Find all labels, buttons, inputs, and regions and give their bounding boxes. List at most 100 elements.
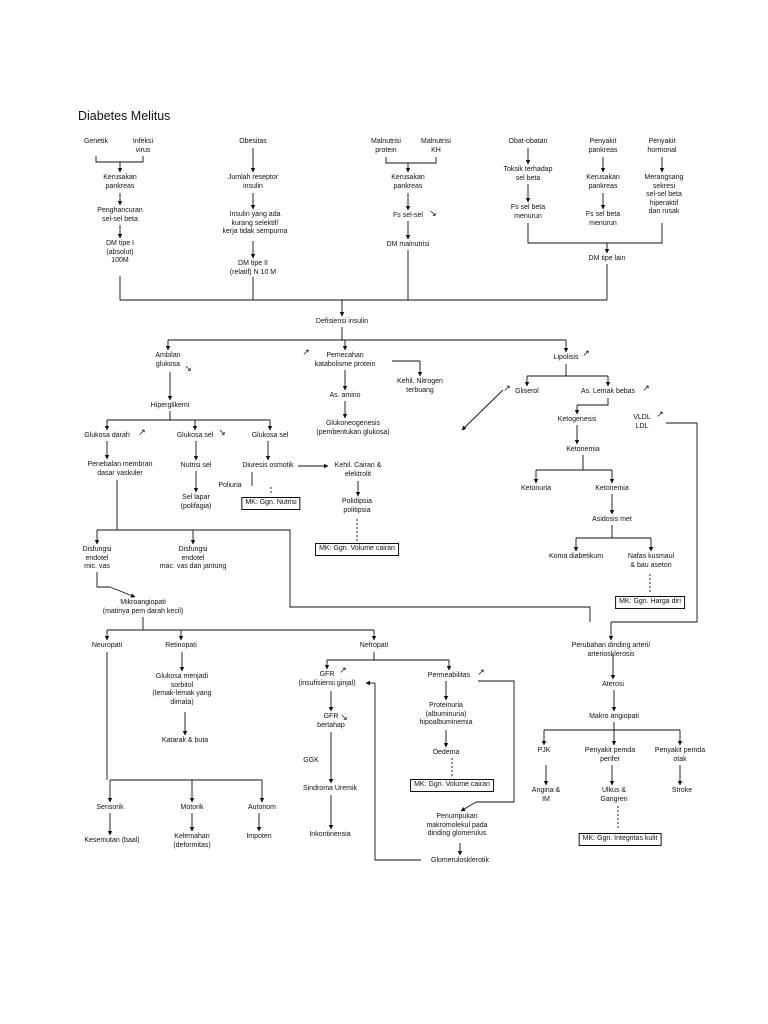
node-poliuria: Poliuria	[218, 482, 242, 489]
node-kehil-cairan: Kehil. Cairan & elektrolit	[334, 462, 382, 478]
node-defisiensi-insulin: Defisiensi insulin	[315, 318, 369, 325]
connector-arrow	[109, 586, 136, 598]
node-neuropati: Neuropati	[91, 642, 123, 649]
node-autonom: Autonom	[247, 804, 277, 811]
node-disfungsi-makro: Disfungsi endotel mac. vas dan jantung	[159, 546, 227, 570]
node-glukosa-sel-1: Glukosa sel	[176, 432, 214, 439]
connector-arrow	[461, 389, 504, 431]
node-gliserol: Gliserol	[515, 388, 539, 395]
node-angina: Angina & IM	[531, 787, 561, 803]
node-kerusakan-pankreas-2: Kerusakan pankreas	[391, 174, 425, 190]
increase-arrow-icon: ↗	[477, 667, 485, 677]
node-inkontinensia: Inkontinensia	[309, 831, 351, 838]
node-permeabilitas: Permeabilitas	[427, 672, 471, 679]
node-glukosa-darah: Glukosa darah	[84, 432, 130, 439]
connector-line	[544, 722, 615, 731]
node-kesemutan: Kesemutan (baal)	[84, 837, 140, 844]
node-nafas-kusmaul: Nafas kusmaul & bau aseton	[627, 553, 675, 569]
node-penyakit-perifer: Penyakit pemda perifer	[584, 747, 636, 763]
connector-line	[119, 276, 607, 301]
connector-line	[476, 680, 515, 803]
increase-arrow-icon: ↗	[302, 347, 310, 357]
connector-line	[577, 398, 609, 406]
node-merangsang-sekresi: Merangsang sekresi sel-sel beta hiperakt…	[644, 174, 684, 215]
node-fs-sel-beta-menurun-1: Fs sel beta menurun	[510, 204, 546, 220]
node-stroke: Stroke	[671, 787, 693, 794]
node-vldl-ldl: VLDL LDL	[633, 414, 651, 430]
node-penghancuran-sel-beta: Penghancuran sel-sel beta	[97, 207, 143, 223]
node-penebalan-membran: Penebalan membran dasar vaskuler	[87, 461, 153, 477]
node-katarak: Katarak & buta	[161, 737, 209, 744]
node-dm-tipe-1: DM tipe I (absolut) 100M	[105, 240, 135, 264]
connector-line	[536, 455, 584, 471]
node-fs-sel-sel: Fs sel-sel	[393, 212, 423, 219]
node-motorik: Motorik	[180, 804, 204, 811]
node-penumpukan: Penumpukan makromolekul pada dinding glo…	[426, 813, 488, 837]
node-dm-malnutrisi: DM malnutrisi	[386, 241, 430, 248]
connector-line	[95, 156, 144, 163]
connector-line	[385, 157, 437, 164]
node-ketonemia: Ketonemia	[566, 446, 600, 453]
node-asidosis: Asidosis met	[592, 516, 632, 523]
box-mk-integritas: MK: Ggn. Integritas kulit	[578, 833, 662, 846]
node-mikroangiopati: Mikroangiopati (matinya pem darah kecil)	[102, 599, 184, 615]
box-mk-nutrisi: MK: Ggn. Nutrisi	[241, 497, 301, 510]
node-lipolisis: Lipolisis	[553, 354, 579, 361]
connector-line	[327, 652, 375, 661]
node-dm-tipe-2: DM tipe II (relatif) N 10 M	[229, 260, 277, 276]
node-gfr-2: GFR bertahap	[317, 713, 345, 729]
node-ketonemia-2: Ketonemia	[595, 485, 629, 492]
node-polidipsia: Polidipsia politipsia	[342, 498, 372, 514]
connector-arrow	[460, 801, 477, 812]
node-obesitas: Obesitas	[239, 138, 267, 145]
decrease-arrow-icon: ↘	[218, 427, 226, 437]
node-genetik: Genetik	[83, 138, 109, 145]
node-diuresis-osmotik: Diuresis osmotik	[242, 462, 294, 469]
node-glukosa-sel-2: Glukosa sel	[251, 432, 289, 439]
node-disfungsi-mikro: Disfungsi endotel mic. vas	[82, 546, 112, 570]
node-kerusakan-pankreas-1: Kerusakan pankreas	[103, 174, 137, 190]
increase-arrow-icon: ↗	[503, 383, 511, 393]
node-penyakit-hormonal: Penyakit hormonal	[647, 138, 677, 154]
node-sensorik: Sensorik	[96, 804, 124, 811]
node-dm-tipe-lain: DM tipe lain	[588, 255, 626, 262]
node-hiperglikemi: Hiperglikemi	[150, 402, 190, 409]
node-toksik-sel-beta: Toksik terhadap sel beta	[503, 166, 553, 182]
node-asam-amino: As. amino	[329, 392, 361, 399]
node-perubahan-dinding: Perubahan dinding arteri/ arterioskleros…	[571, 642, 651, 658]
box-mk-volume-1: MK: Ggn. Volume cairan	[315, 543, 399, 556]
node-impoten: Impoten	[246, 833, 272, 840]
node-pjk: PJK	[537, 747, 551, 754]
node-kelemahan: Kelemahan (deformitas)	[173, 833, 211, 849]
connector-line	[527, 364, 567, 377]
connector-line	[576, 525, 613, 539]
connector-line	[374, 683, 421, 861]
node-gfr-1: GFR (insufisiensi ginjal)	[298, 671, 356, 687]
node-penyakit-otak: Penyakit pemda otak	[654, 747, 706, 763]
connector-line	[97, 480, 118, 531]
node-ketogenesis: Ketogenesis	[557, 416, 597, 423]
increase-arrow-icon: ↗	[642, 383, 650, 393]
increase-arrow-icon: ↗	[582, 348, 590, 358]
increase-arrow-icon: ↗	[138, 427, 146, 437]
node-retinopati: Retinopati	[165, 642, 197, 649]
decrease-arrow-icon: ↘	[429, 208, 437, 218]
node-malnutrisi-kh: Malnutrisi KH	[421, 138, 451, 154]
increase-arrow-icon: ↗	[339, 665, 347, 675]
node-glukoneogenesis: Glukoneogenesis (pembentukan glukosa)	[316, 420, 390, 436]
connector-line	[527, 223, 663, 244]
node-asam-lemak-bebas: As. Lemak bebas	[580, 388, 636, 395]
node-sindroma-uremik: Sindroma Uremik	[302, 785, 358, 792]
box-mk-harga-diri: MK: Ggn. Harga diri	[615, 596, 685, 609]
node-ketonuria: Ketonuria	[521, 485, 551, 492]
node-kerusakan-pankreas-3: Kerusakan pankreas	[586, 174, 620, 190]
node-sel-lapar: Sel lapar (polifagia)	[180, 494, 212, 510]
node-glukosa-sorbitol: Glukosa menjadi sorbitol (lemak-lemak ya…	[152, 673, 212, 706]
node-proteinuria: Proteinuria (albuminuria) hipoalbuminemi…	[419, 702, 473, 726]
node-ggk: GGK	[303, 757, 319, 764]
decrease-arrow-icon: ↘	[184, 363, 192, 373]
connector-line	[611, 422, 698, 623]
node-oedema: Oedema	[432, 749, 460, 756]
connector-line	[96, 572, 110, 588]
